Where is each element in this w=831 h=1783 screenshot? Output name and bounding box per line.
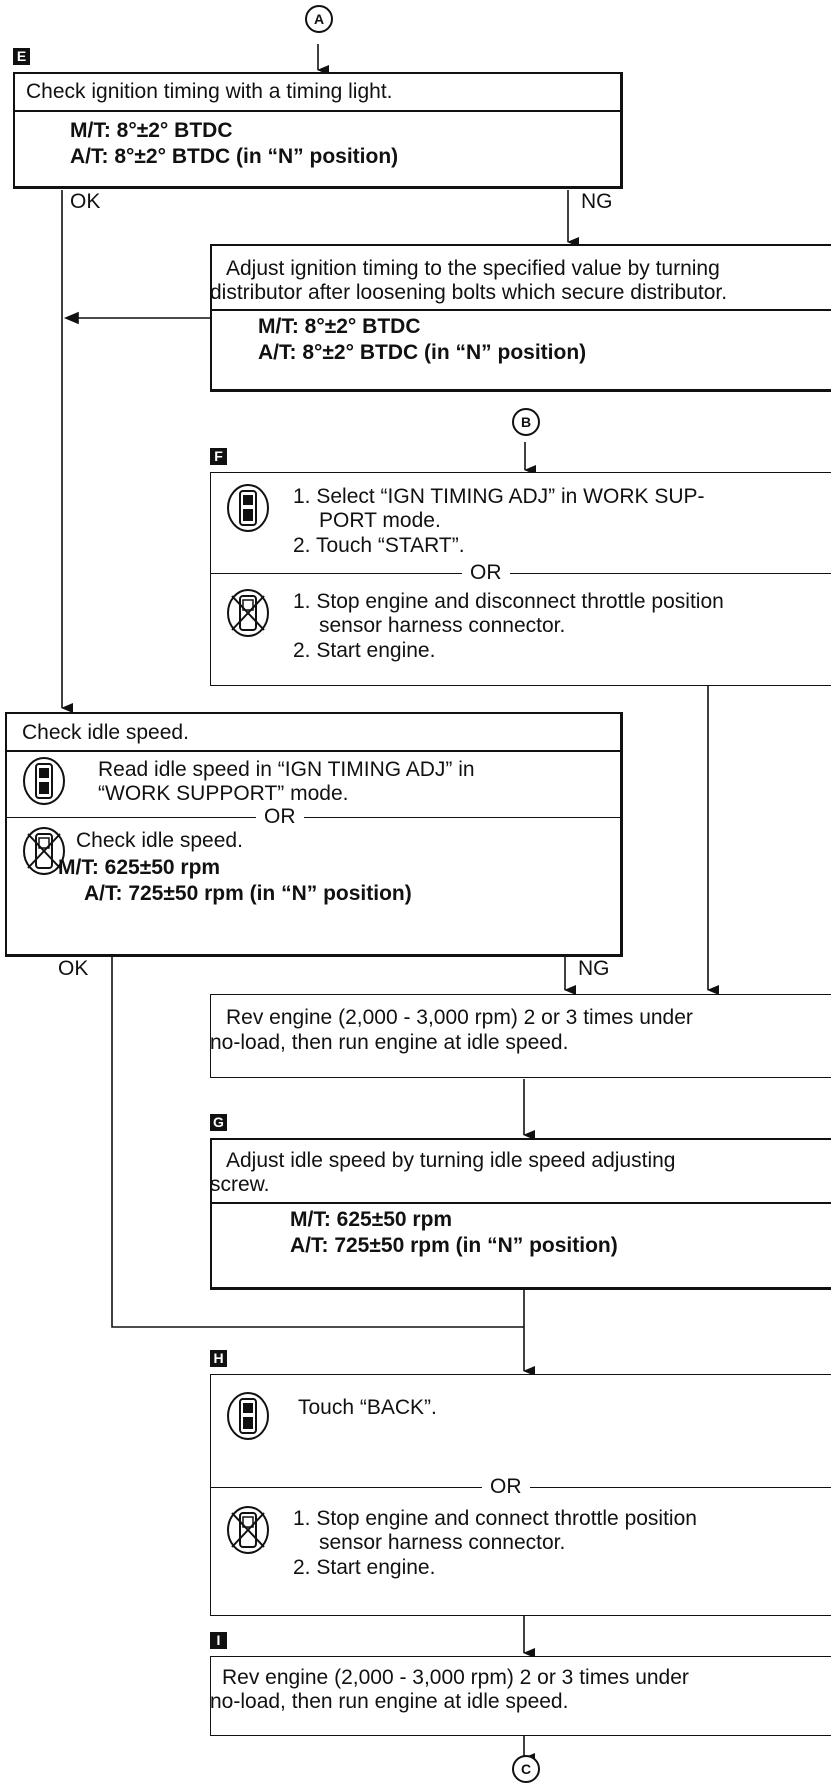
rev-engine-1-line-2: no-load, then run engine at idle speed. (210, 1031, 569, 1054)
step-f-box (210, 472, 831, 686)
step-g-line-1: Adjust idle speed by turning idle speed … (226, 1149, 676, 1172)
step-f-or-label: OR (462, 561, 510, 585)
check-idle-spec-at: A/T: 725±50 rpm (in “N” position) (84, 882, 412, 905)
step-f-or-divider (210, 573, 831, 574)
step-h-manual-1b: sensor harness connector. (319, 1531, 566, 1554)
step-e-divider (13, 110, 623, 112)
check-idle-divider (5, 750, 623, 752)
adjust-timing-spec-mt: M/T: 8°±2° BTDC (258, 315, 421, 338)
check-idle-ng-label: NG (578, 957, 610, 980)
check-idle-spec-mt: M/T: 625±50 rpm (58, 856, 221, 879)
check-idle-title: Check idle speed. (22, 721, 189, 744)
step-e-ng-label: NG (581, 190, 613, 213)
step-g-divider (210, 1202, 831, 1204)
step-marker-g: G (210, 1114, 227, 1131)
step-g-box (210, 1138, 831, 1290)
no-tools-icon (22, 826, 66, 881)
consult-tester-icon (22, 756, 66, 811)
no-tools-icon (226, 588, 270, 643)
check-idle-consult-b: “WORK SUPPORT” mode. (98, 782, 349, 805)
step-h-or-label: OR (482, 1475, 530, 1499)
adjust-timing-box (210, 244, 831, 392)
step-i-line-1: Rev engine (2,000 - 3,000 rpm) 2 or 3 ti… (222, 1666, 689, 1689)
connector-a: A (305, 5, 333, 33)
adjust-timing-line-2: distributor after loosening bolts which … (210, 281, 728, 304)
step-e-ok-label: OK (70, 190, 101, 213)
step-f-consult-1b: PORT mode. (319, 509, 441, 532)
step-g-spec-mt: M/T: 625±50 rpm (290, 1208, 453, 1231)
adjust-timing-divider (210, 309, 831, 311)
step-f-consult-2: 2. Touch “START”. (293, 534, 465, 557)
step-f-manual-2: 2. Start engine. (293, 639, 436, 662)
step-marker-f: F (210, 448, 227, 465)
step-f-manual-1a: 1. Stop engine and disconnect throttle p… (293, 590, 724, 613)
step-marker-i: I (210, 1632, 227, 1649)
connector-b: B (512, 408, 540, 436)
step-e-title: Check ignition timing with a timing ligh… (26, 80, 393, 103)
step-f-consult-1a: 1. Select “IGN TIMING ADJ” in WORK SUP- (293, 485, 705, 508)
check-idle-box (5, 712, 623, 957)
consult-tester-icon (226, 1391, 270, 1446)
adjust-timing-line-1: Adjust ignition timing to the specified … (226, 257, 720, 280)
check-idle-manual: Check idle speed. (76, 829, 243, 852)
step-e-box (13, 72, 623, 189)
step-i-line-2: no-load, then run engine at idle speed. (210, 1690, 569, 1713)
step-marker-e: E (13, 48, 30, 65)
connector-c: C (512, 1755, 540, 1783)
step-i-box (210, 1656, 831, 1736)
step-e-spec-mt: M/T: 8°±2° BTDC (70, 119, 233, 142)
check-idle-consult-a: Read idle speed in “IGN TIMING ADJ” in (98, 758, 475, 781)
check-idle-or-label: OR (256, 805, 304, 829)
step-e-spec-at: A/T: 8°±2° BTDC (in “N” position) (70, 145, 399, 168)
step-h-manual-1a: 1. Stop engine and connect throttle posi… (293, 1507, 697, 1530)
check-idle-ok-label: OK (58, 957, 89, 980)
step-h-consult: Touch “BACK”. (298, 1396, 437, 1419)
step-g-line-2: screw. (210, 1173, 270, 1196)
step-f-manual-1b: sensor harness connector. (319, 614, 566, 637)
rev-engine-box-1 (210, 994, 831, 1078)
consult-tester-icon (226, 483, 270, 538)
step-marker-h: H (210, 1350, 227, 1367)
step-g-spec-at: A/T: 725±50 rpm (in “N” position) (290, 1234, 618, 1257)
rev-engine-1-line-1: Rev engine (2,000 - 3,000 rpm) 2 or 3 ti… (226, 1006, 693, 1029)
step-h-manual-2: 2. Start engine. (293, 1556, 436, 1579)
no-tools-icon (226, 1505, 270, 1560)
check-idle-or-divider (5, 817, 623, 818)
adjust-timing-spec-at: A/T: 8°±2° BTDC (in “N” position) (258, 341, 587, 364)
